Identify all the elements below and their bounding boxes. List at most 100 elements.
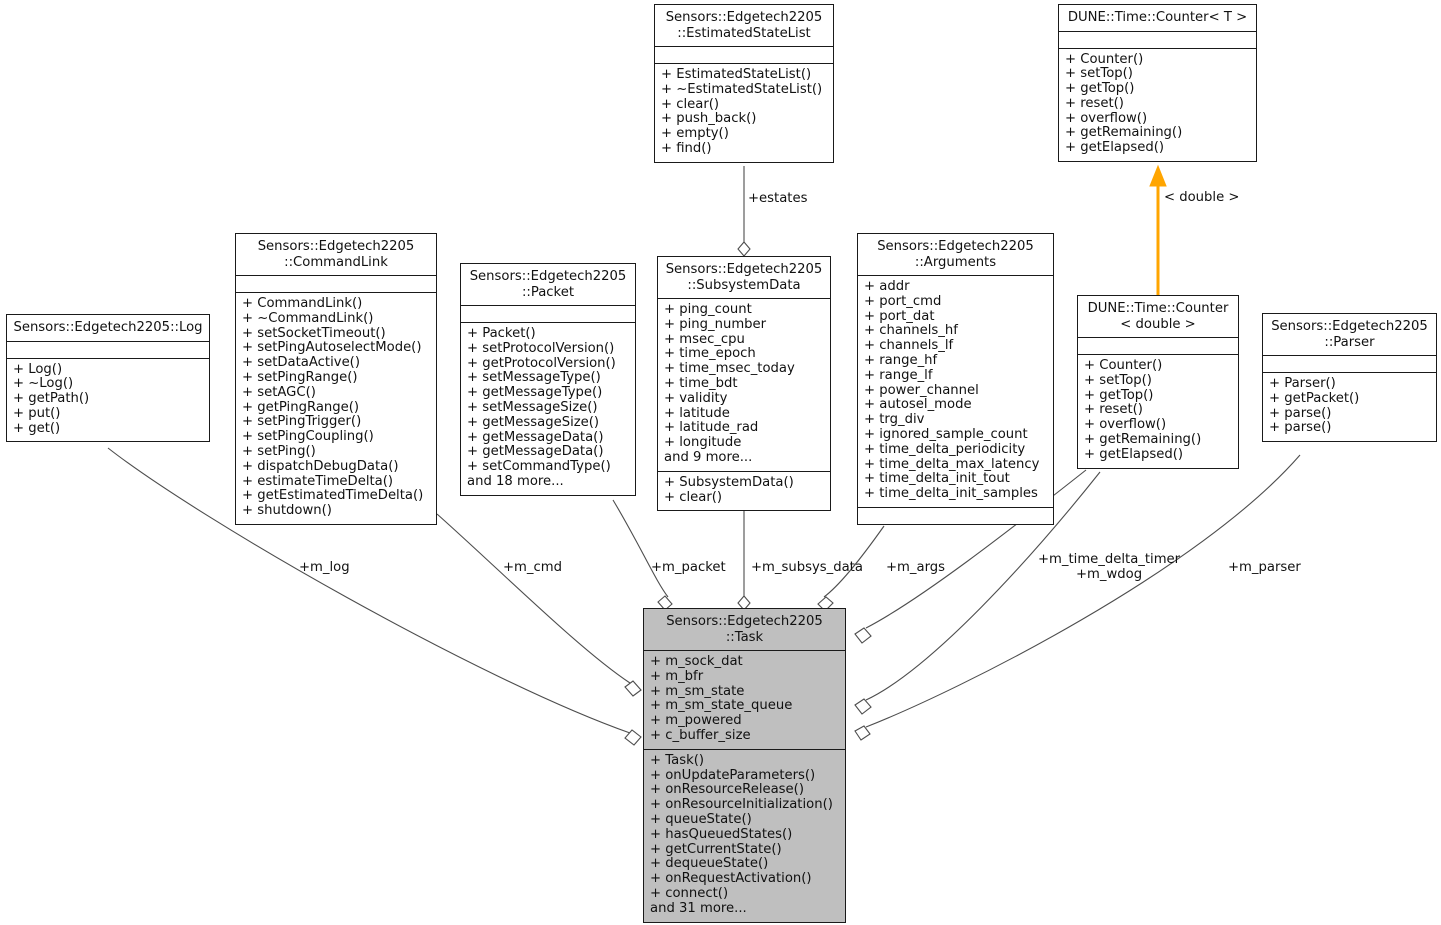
class-title: Sensors::Edgetech2205 ::Arguments — [858, 234, 1053, 276]
attribute: + addr — [864, 279, 910, 294]
operation: + setPing() — [242, 443, 316, 459]
operation: + onRequestActivation() — [650, 871, 812, 887]
operation: + ~Log() — [13, 376, 74, 392]
class-title: DUNE::Time::Counter < double > — [1078, 296, 1238, 338]
class-box-log[interactable]: Sensors::Edgetech2205::Log + Log() + ~Lo… — [6, 314, 210, 443]
attribute: + m_powered — [650, 713, 742, 729]
operation: + getRemaining() — [1065, 125, 1183, 141]
operation: + overflow() — [1065, 110, 1148, 126]
class-box-packet[interactable]: Sensors::Edgetech2205 ::Packet + Packet(… — [460, 263, 636, 496]
attribute: + c_buffer_size — [650, 727, 751, 743]
class-box-arguments[interactable]: Sensors::Edgetech2205 ::Arguments + addr… — [857, 233, 1054, 525]
operation: + setPingRange() — [242, 369, 358, 385]
operation: + find() — [661, 140, 712, 156]
class-title: Sensors::Edgetech2205 ::SubsystemData — [658, 257, 830, 299]
attribute: + msec_cpu — [664, 331, 745, 347]
operation: + connect() — [650, 885, 729, 901]
class-operations — [858, 508, 1053, 524]
operation: + empty() — [661, 126, 729, 142]
edge-label-m_packet: +m_packet — [651, 560, 726, 575]
operation: + dequeueState() — [650, 856, 769, 872]
operation: + put() — [13, 405, 61, 421]
edge-label-template-double: < double > — [1164, 190, 1240, 205]
operation: + Packet() — [467, 326, 536, 341]
attribute: + time_delta_max_latency — [864, 456, 1040, 472]
edge-estates — [737, 166, 751, 257]
operation: + getTop() — [1065, 81, 1135, 97]
attribute: + time_delta_periodicity — [864, 441, 1026, 457]
operation: + Log() — [13, 361, 63, 377]
attribute: + range_hf — [864, 352, 938, 368]
operation-more: and 31 more... — [650, 900, 747, 916]
class-operations: + SubsystemData() + clear() — [658, 472, 830, 511]
edge-label-m_subsys_data: +m_subsys_data — [751, 560, 863, 575]
class-box-counter-t[interactable]: DUNE::Time::Counter< T > + Counter() + s… — [1058, 4, 1257, 163]
operation: + ~CommandLink() — [242, 310, 374, 326]
operation: + setCommandType() — [467, 459, 611, 475]
operation: + shutdown() — [242, 503, 332, 519]
operation: + setSocketTimeout() — [242, 325, 386, 341]
operation: + getEstimatedTimeDelta() — [242, 488, 424, 504]
operation: + ~EstimatedStateList() — [661, 81, 823, 97]
operation: + onResourceRelease() — [650, 782, 804, 798]
class-title: Sensors::Edgetech2205 ::Task — [644, 609, 845, 651]
attribute: + m_sock_dat — [650, 654, 743, 669]
class-attributes — [1078, 338, 1238, 355]
class-operations: + Counter() + setTop() + getTop() + rese… — [1059, 49, 1256, 162]
class-box-commandlink[interactable]: Sensors::Edgetech2205 ::CommandLink + Co… — [235, 233, 437, 525]
edge-label-m_log: +m_log — [299, 560, 350, 575]
class-operations: + Task() + onUpdateParameters() + onReso… — [644, 750, 845, 922]
operation: + push_back() — [661, 111, 757, 127]
operation: + CommandLink() — [242, 296, 363, 311]
attribute: + validity — [664, 390, 728, 406]
attribute: + m_sm_state_queue — [650, 698, 793, 714]
class-operations: + Counter() + setTop() + getTop() + rese… — [1078, 355, 1238, 468]
class-box-subsystemdata[interactable]: Sensors::Edgetech2205 ::SubsystemData + … — [657, 256, 831, 512]
operation: + get() — [13, 420, 61, 436]
class-box-parser[interactable]: Sensors::Edgetech2205 ::Parser + Parser(… — [1262, 313, 1437, 443]
operation: + setProtocolVersion() — [467, 340, 615, 356]
class-attributes — [1263, 356, 1436, 373]
attribute: + port_cmd — [864, 293, 942, 309]
edge-template-binding — [1149, 164, 1167, 296]
attribute: + time_delta_init_tout — [864, 471, 1010, 487]
class-operations: + EstimatedStateList() + ~EstimatedState… — [655, 64, 833, 162]
operation: + parse() — [1269, 420, 1332, 436]
edge-m_subsys_data — [737, 505, 751, 611]
attribute-more: and 9 more... — [664, 449, 753, 465]
operation: + overflow() — [1084, 417, 1167, 433]
class-operations: + Parser() + getPacket() + parse() + par… — [1263, 373, 1436, 441]
class-box-task[interactable]: Sensors::Edgetech2205 ::Task + m_sock_da… — [643, 608, 846, 923]
edge-label-estates: +estates — [748, 191, 808, 206]
operation: + queueState() — [650, 811, 752, 827]
attribute: + m_sm_state — [650, 683, 745, 699]
attribute: + channels_lf — [864, 338, 954, 354]
operation: + getElapsed() — [1065, 140, 1164, 156]
class-operations: + CommandLink() + ~CommandLink() + setSo… — [236, 293, 436, 524]
class-box-estimatedstatelist[interactable]: Sensors::Edgetech2205 ::EstimatedStateLi… — [654, 4, 834, 163]
attribute: + longitude — [664, 435, 742, 451]
class-title: Sensors::Edgetech2205::Log — [7, 315, 209, 342]
attribute: + latitude_rad — [664, 420, 759, 436]
operation: + setMessageType() — [467, 370, 601, 386]
operation: + setPingCoupling() — [242, 429, 374, 445]
edge-m_packet — [612, 499, 673, 611]
class-operations: + Log() + ~Log() + getPath() + put() + g… — [7, 359, 209, 442]
attribute: + time_delta_init_samples — [864, 486, 1038, 502]
class-attributes — [236, 276, 436, 293]
operation: + getElapsed() — [1084, 446, 1183, 462]
attribute: + trg_div — [864, 412, 925, 428]
operation: + Parser() — [1269, 376, 1336, 391]
operation: + setDataActive() — [242, 355, 360, 371]
operation: + EstimatedStateList() — [661, 67, 812, 82]
operation: + parse() — [1269, 405, 1332, 421]
class-title: Sensors::Edgetech2205 ::EstimatedStateLi… — [655, 5, 833, 47]
operation: + setTop() — [1065, 66, 1133, 82]
edge-label-m_cmd: +m_cmd — [503, 560, 562, 575]
class-box-counter-double[interactable]: DUNE::Time::Counter < double > + Counter… — [1077, 295, 1239, 469]
class-operations: + Packet() + setProtocolVersion() + getP… — [461, 323, 635, 495]
operation-more: and 18 more... — [467, 473, 564, 489]
operation: + setTop() — [1084, 372, 1152, 388]
operation: + getMessageSize() — [467, 414, 600, 430]
